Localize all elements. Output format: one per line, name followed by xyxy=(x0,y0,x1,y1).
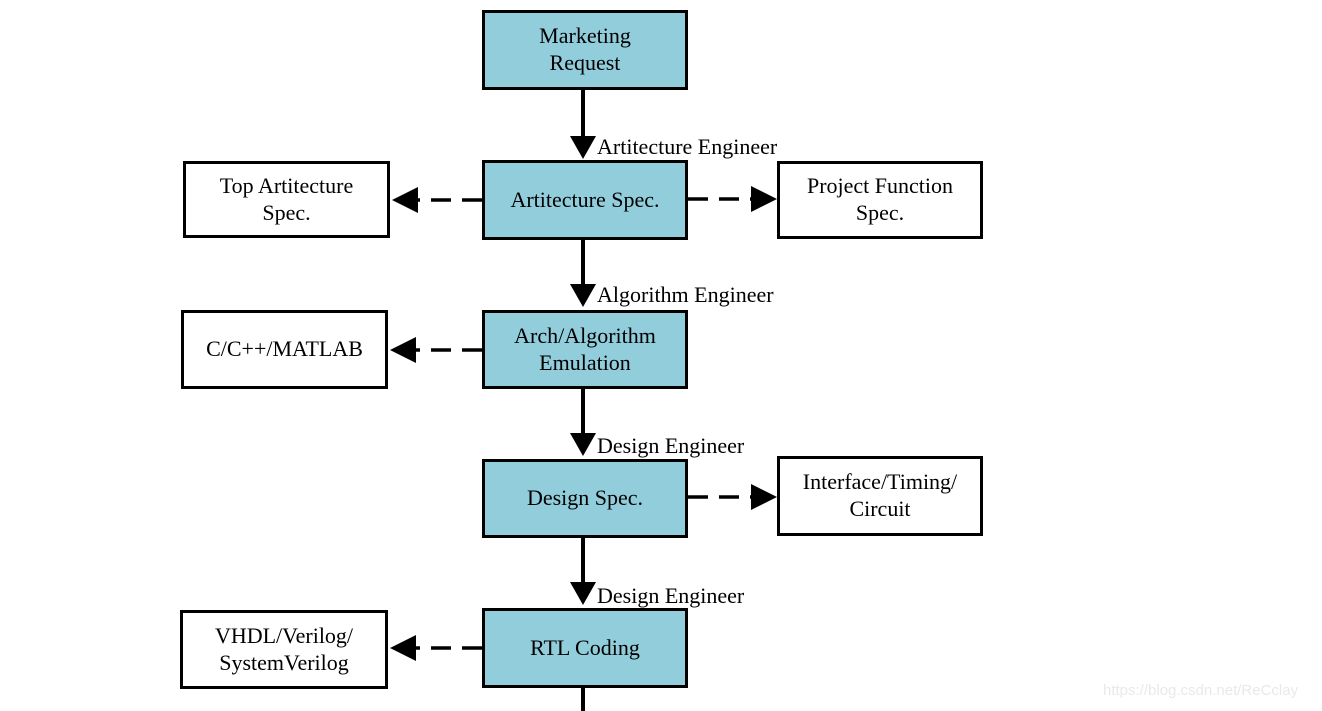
edge-label-design-engineer-2: Design Engineer xyxy=(597,583,745,608)
edge-label-design-engineer-1: Design Engineer xyxy=(597,433,745,458)
arrow-arch-algorithm-to-c-cpp-matlab xyxy=(390,337,482,363)
node-label: Project Function Spec. xyxy=(806,173,954,225)
node-project-function-spec: Project Function Spec. xyxy=(777,161,983,239)
node-label: Top Artitecture Spec. xyxy=(219,172,354,225)
node-interface-timing-circuit: Interface/Timing/ Circuit xyxy=(777,456,983,536)
node-label: Marketing Request xyxy=(539,23,631,75)
node-top-artitecture-spec: Top Artitecture Spec. xyxy=(183,161,390,238)
edge-label-artitecture-engineer: Artitecture Engineer xyxy=(597,134,778,159)
node-marketing-request: Marketing Request xyxy=(482,10,688,90)
node-label: VHDL/Verilog/ SystemVerilog xyxy=(214,622,354,675)
node-c-cpp-matlab: C/C++/MATLAB xyxy=(181,310,388,389)
arrow-artitecture-spec-to-project-function-spec xyxy=(688,186,777,212)
node-vhdl-verilog-systemverilog: VHDL/Verilog/ SystemVerilog xyxy=(180,610,388,689)
node-label: Arch/Algorithm Emulation xyxy=(514,322,656,375)
node-label: Interface/Timing/ Circuit xyxy=(802,469,958,521)
node-label: Design Spec. xyxy=(526,485,644,511)
arrow-artitecture-spec-to-arch-algorithm xyxy=(570,240,596,307)
node-rtl-coding: RTL Coding xyxy=(482,608,688,688)
arrow-arch-algorithm-to-design-spec xyxy=(570,389,596,456)
watermark: https://blog.csdn.net/ReCclay xyxy=(1103,682,1299,699)
node-design-spec: Design Spec. xyxy=(482,459,688,538)
edge-label-algorithm-engineer: Algorithm Engineer xyxy=(597,282,774,307)
node-artitecture-spec: Artitecture Spec. xyxy=(482,160,688,240)
arrow-marketing-to-artitecture-spec xyxy=(570,90,596,159)
arrow-artitecture-spec-to-top-artitecture-spec xyxy=(392,187,482,213)
node-label: Artitecture Spec. xyxy=(510,186,660,212)
node-arch-algorithm-emulation: Arch/Algorithm Emulation xyxy=(482,310,688,389)
arrow-design-spec-to-rtl-coding xyxy=(570,538,596,605)
arrow-rtl-coding-to-vhdl xyxy=(390,635,482,661)
arrow-design-spec-to-interface-timing xyxy=(688,484,777,510)
node-label: RTL Coding xyxy=(530,634,640,660)
node-label: C/C++/MATLAB xyxy=(206,336,363,362)
